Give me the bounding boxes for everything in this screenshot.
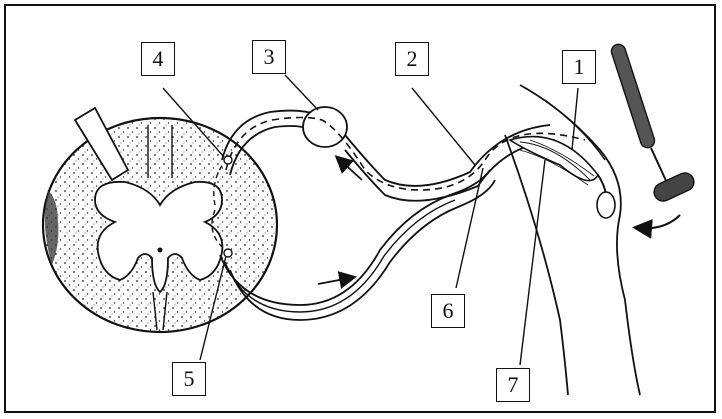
label-5-text: 5	[184, 366, 195, 392]
label-1-text: 1	[574, 54, 585, 80]
label-1: 1	[562, 50, 596, 84]
label-3-text: 3	[264, 44, 275, 70]
label-2: 2	[395, 42, 429, 76]
leg-knee	[505, 85, 640, 395]
label-6: 6	[431, 294, 465, 328]
sensory-pathway	[222, 107, 585, 201]
reflex-hammer	[610, 42, 697, 228]
spinal-cord-section	[43, 108, 277, 332]
label-5: 5	[172, 362, 206, 396]
patella	[597, 192, 615, 218]
label-6-text: 6	[443, 298, 454, 324]
label-4-text: 4	[153, 46, 164, 72]
spinal-ganglion	[303, 107, 347, 147]
label-2-text: 2	[407, 46, 418, 72]
label-7-text: 7	[508, 372, 519, 398]
label-7: 7	[496, 368, 530, 402]
label-4: 4	[141, 42, 175, 76]
label-3: 3	[252, 40, 286, 74]
